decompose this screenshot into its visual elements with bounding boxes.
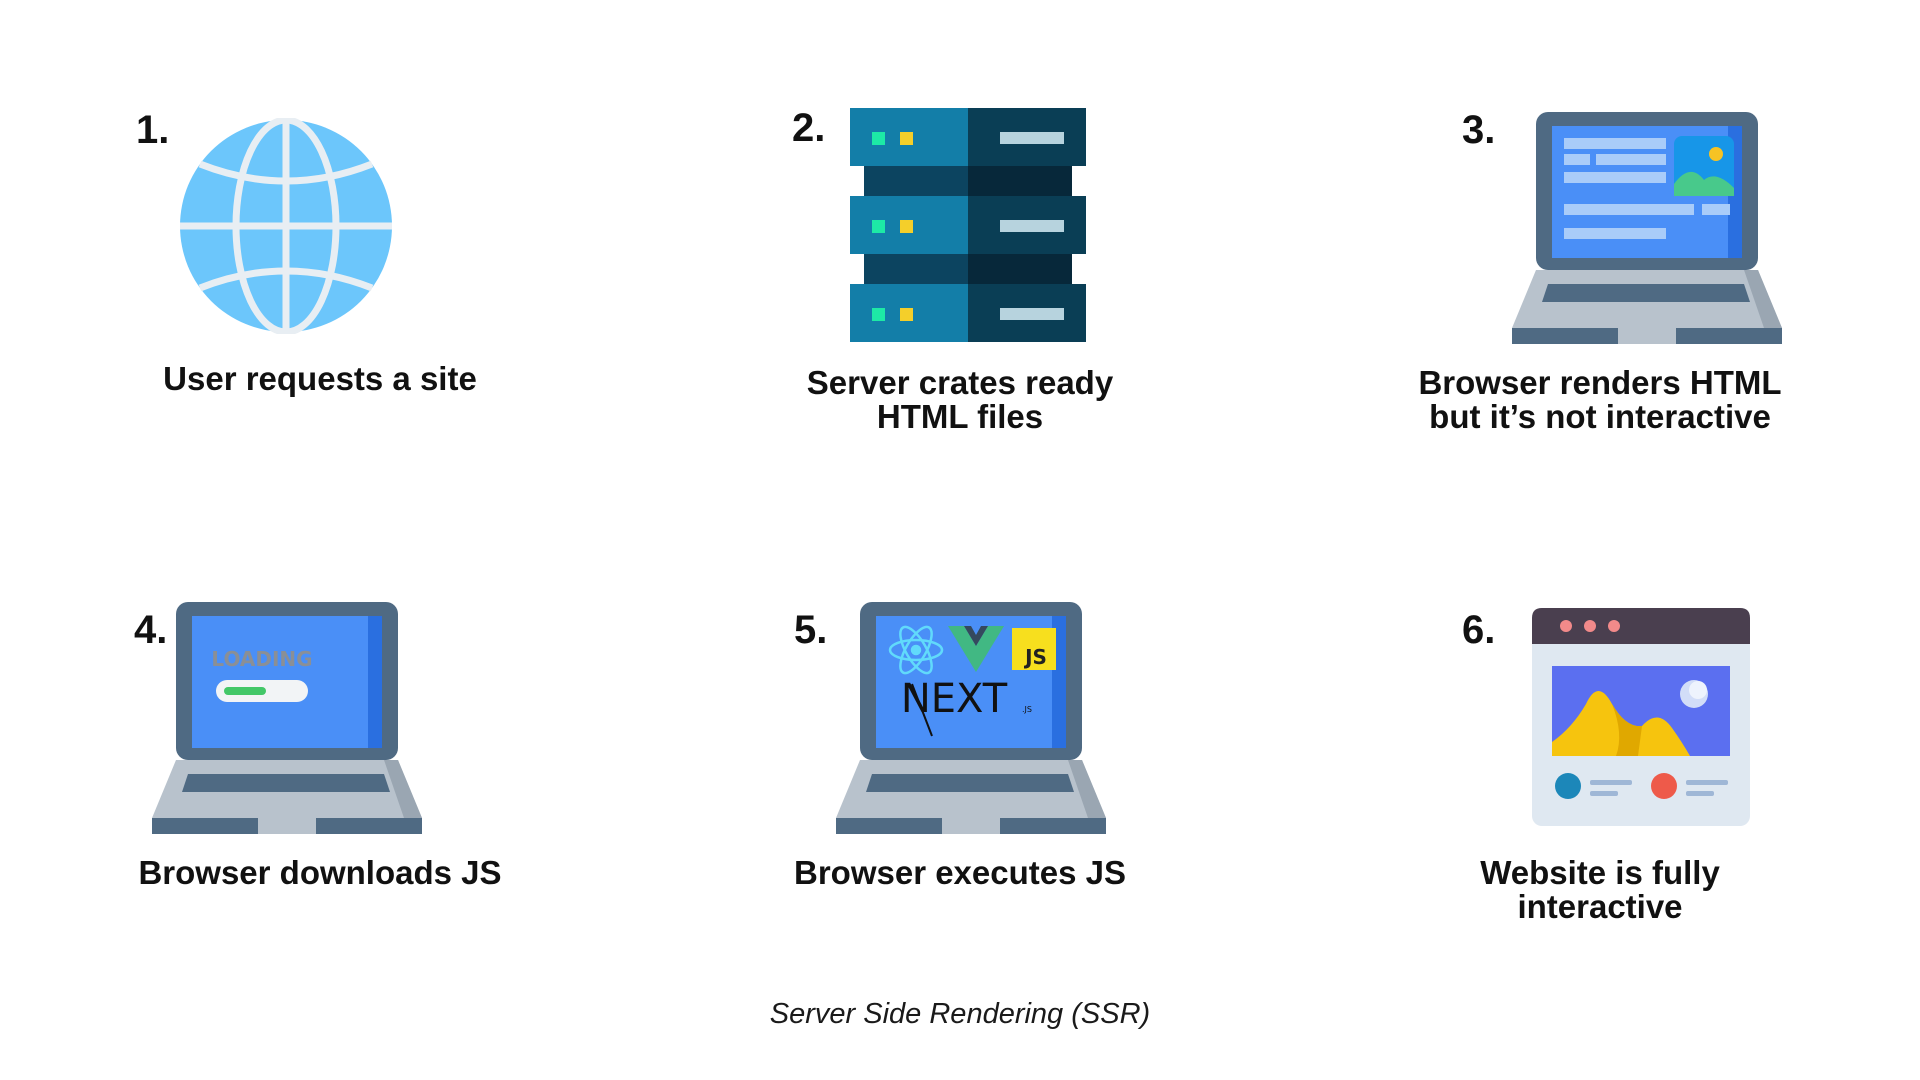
globe-icon [178, 118, 394, 334]
js-badge-icon [1012, 628, 1056, 670]
step-5: 5. JS NEXT .JS [640, 580, 1280, 1000]
step-number: 6. [1462, 608, 1496, 652]
step-label: Browser renders HTML but it’s not intera… [1418, 364, 1782, 435]
loading-text: LOADING [211, 647, 312, 671]
website-window-icon [1532, 608, 1750, 826]
server-icon [850, 108, 1086, 344]
react-logo-icon [888, 625, 944, 675]
vue-logo-icon [948, 626, 1004, 672]
diagram-caption: Server Side Rendering (SSR) [769, 998, 1151, 1030]
step-label: Server crates ready HTML files [806, 364, 1114, 435]
js-badge-text: JS [1023, 645, 1047, 669]
laptop-frameworks-icon: JS NEXT .JS [836, 602, 1106, 834]
step-6: 6. Website is fully interact [1280, 580, 1920, 1000]
step-3: 3. Browser [1280, 90, 1920, 510]
step-label: Browser executes JS [793, 854, 1126, 891]
step-number: 5. [794, 608, 828, 652]
laptop-webpage-icon [1512, 112, 1782, 344]
step-number: 4. [134, 608, 168, 652]
step-number: 3. [1462, 108, 1496, 152]
step-label: Browser downloads JS [138, 854, 502, 891]
laptop-loading-icon: LOADING [152, 602, 422, 834]
step-2: 2. [640, 90, 1280, 510]
step-number: 2. [792, 106, 826, 150]
step-4: 4. LOADING Browser downloads JS [0, 580, 640, 1000]
step-1: 1. User requests a site [0, 90, 640, 510]
step-label: Website is fully interactive [1480, 854, 1720, 925]
step-label: User requests a site [163, 360, 477, 397]
step-number: 1. [136, 108, 170, 152]
next-suffix-text: .JS [1022, 705, 1032, 714]
